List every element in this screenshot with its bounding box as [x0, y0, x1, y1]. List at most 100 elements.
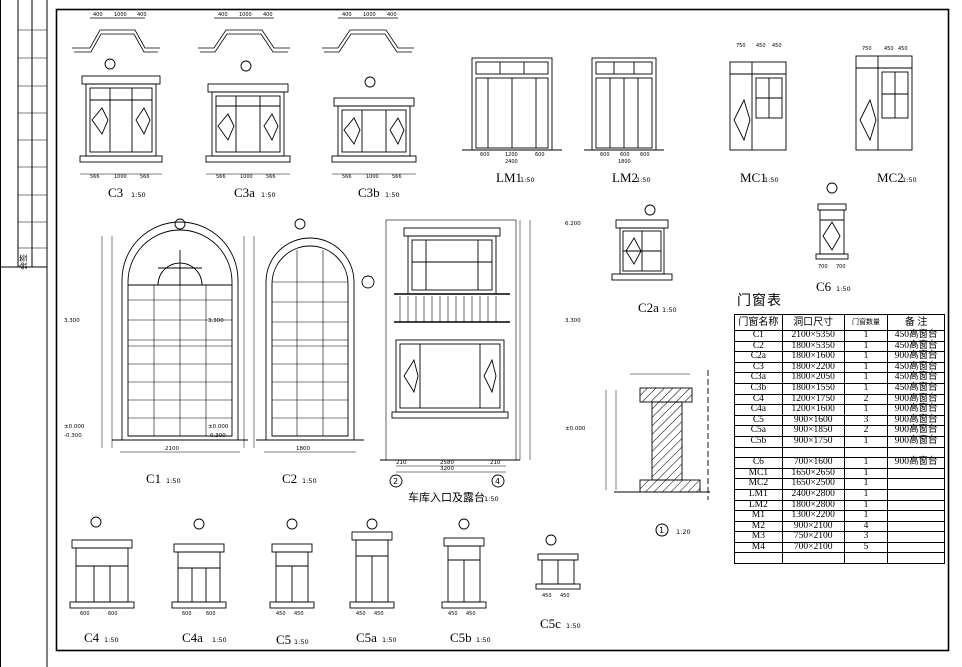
svg-text:450: 450 [356, 611, 366, 617]
label-c5: C5 [276, 632, 291, 647]
section-dim-lines [605, 373, 690, 490]
schedule-cell: 1650×2500 [781, 478, 845, 490]
svg-text:-0.300: -0.300 [64, 433, 82, 439]
schedule-cell: 1 [843, 330, 889, 342]
schedule-cell: C5b [734, 435, 783, 448]
svg-text:600: 600 [182, 611, 192, 617]
svg-text:600: 600 [535, 152, 545, 158]
mid-left-labels: C1 C2 [146, 471, 297, 486]
dim-text: 400 [263, 12, 273, 18]
dim-text: 400 [93, 12, 103, 18]
svg-text:1:50: 1:50 [261, 191, 276, 199]
schedule-cell: 1200×1750 [781, 393, 845, 406]
svg-text:±0.000: ±0.000 [565, 426, 586, 432]
schedule-cell: C2 [734, 340, 783, 353]
schedule-cell: C4a [734, 404, 783, 416]
schedule-header: 洞口尺寸 [781, 314, 845, 331]
schedule-cell: 1 [843, 510, 889, 522]
door-lm2 [584, 57, 664, 151]
schedule-cell: 700×1600 [781, 457, 845, 469]
plan-detail-c3 [72, 17, 160, 53]
schedule-cell: 1650×2650 [781, 467, 845, 480]
dim-text: 400 [218, 12, 228, 18]
window-c5a [349, 518, 395, 609]
schedule-cell: 750×2100 [781, 531, 845, 543]
svg-text:450: 450 [884, 46, 894, 52]
svg-text:1000: 1000 [366, 174, 379, 180]
svg-text:1:50: 1:50 [104, 636, 119, 644]
dim-text: 1000 [363, 12, 376, 18]
svg-text:700: 700 [818, 264, 828, 270]
svg-text:1:50: 1:50 [764, 176, 779, 184]
schedule-cell: C1 [734, 330, 783, 342]
schedule-cell: M3 [734, 531, 783, 543]
schedule-cell: 4 [843, 520, 889, 533]
svg-text:566: 566 [216, 174, 226, 180]
schedule-cell: 1 [843, 467, 889, 480]
axis-labels: 2 4 [393, 477, 500, 486]
schedule-cell: 1 [843, 361, 889, 374]
svg-text:1:50: 1:50 [382, 636, 397, 644]
svg-text:3200: 3200 [440, 466, 454, 472]
schedule-cell: C3a [734, 372, 783, 384]
svg-text:450: 450 [374, 611, 384, 617]
title-strip-lines: 会签 [0, 0, 48, 667]
svg-text:2100: 2100 [165, 446, 179, 452]
schedule-cell [887, 478, 945, 490]
window-c2a [611, 204, 673, 281]
svg-text:450: 450 [560, 593, 570, 599]
detail-marker-label: 1 [659, 526, 664, 535]
svg-text:600: 600 [206, 611, 216, 617]
schedule-cell: 5 [843, 541, 889, 554]
top-row-labels: C3 C3a C3b LM1 LM2 MC1 MC2 [108, 170, 904, 200]
svg-text:1:50: 1:50 [902, 176, 917, 184]
window-c1 [112, 218, 248, 441]
svg-text:1:50: 1:50 [662, 306, 677, 314]
window-c5 [269, 518, 315, 609]
schedule-cell [887, 467, 945, 480]
svg-text:1800: 1800 [296, 446, 310, 452]
schedule-cell [887, 552, 945, 565]
garage-dim-lines [396, 220, 531, 473]
door-window-mc2 [855, 55, 913, 151]
schedule-cell: 1 [843, 488, 889, 501]
svg-text:1:50: 1:50 [385, 191, 400, 199]
svg-text:1200: 1200 [505, 152, 518, 158]
schedule-cell: 1800×2200 [781, 361, 845, 374]
schedule-cell: 900高窗台 [887, 393, 945, 406]
schedule-cell: 900高窗台 [887, 435, 945, 448]
svg-text:600: 600 [108, 611, 118, 617]
svg-text:±0.000: ±0.000 [208, 424, 229, 430]
schedule-cell: LM1 [734, 488, 783, 501]
schedule-cell: 1 [843, 351, 889, 363]
window-c4 [69, 516, 135, 609]
mid-right-labels: C2a C6 [638, 279, 832, 315]
schedule-cell: 2100×5350 [781, 330, 845, 342]
svg-text:566: 566 [266, 174, 276, 180]
schedule-cell: C2a [734, 351, 783, 363]
schedule-cell: 450高窗台 [887, 372, 945, 384]
top-row-scales: 1:50 1:50 1:50 1:50 1:50 1:50 1:50 [131, 176, 917, 199]
svg-text:6.200: 6.200 [565, 221, 581, 227]
schedule-cell: 900高窗台 [887, 404, 945, 416]
axis-markers [389, 474, 505, 488]
schedule-cell [887, 531, 945, 543]
schedule-cell: 1 [843, 404, 889, 416]
svg-text:600: 600 [480, 152, 490, 158]
dim-text: 400 [342, 12, 352, 18]
svg-text:2580: 2580 [440, 460, 454, 466]
window-c5c [535, 534, 581, 590]
svg-text:-0.300: -0.300 [208, 433, 226, 439]
